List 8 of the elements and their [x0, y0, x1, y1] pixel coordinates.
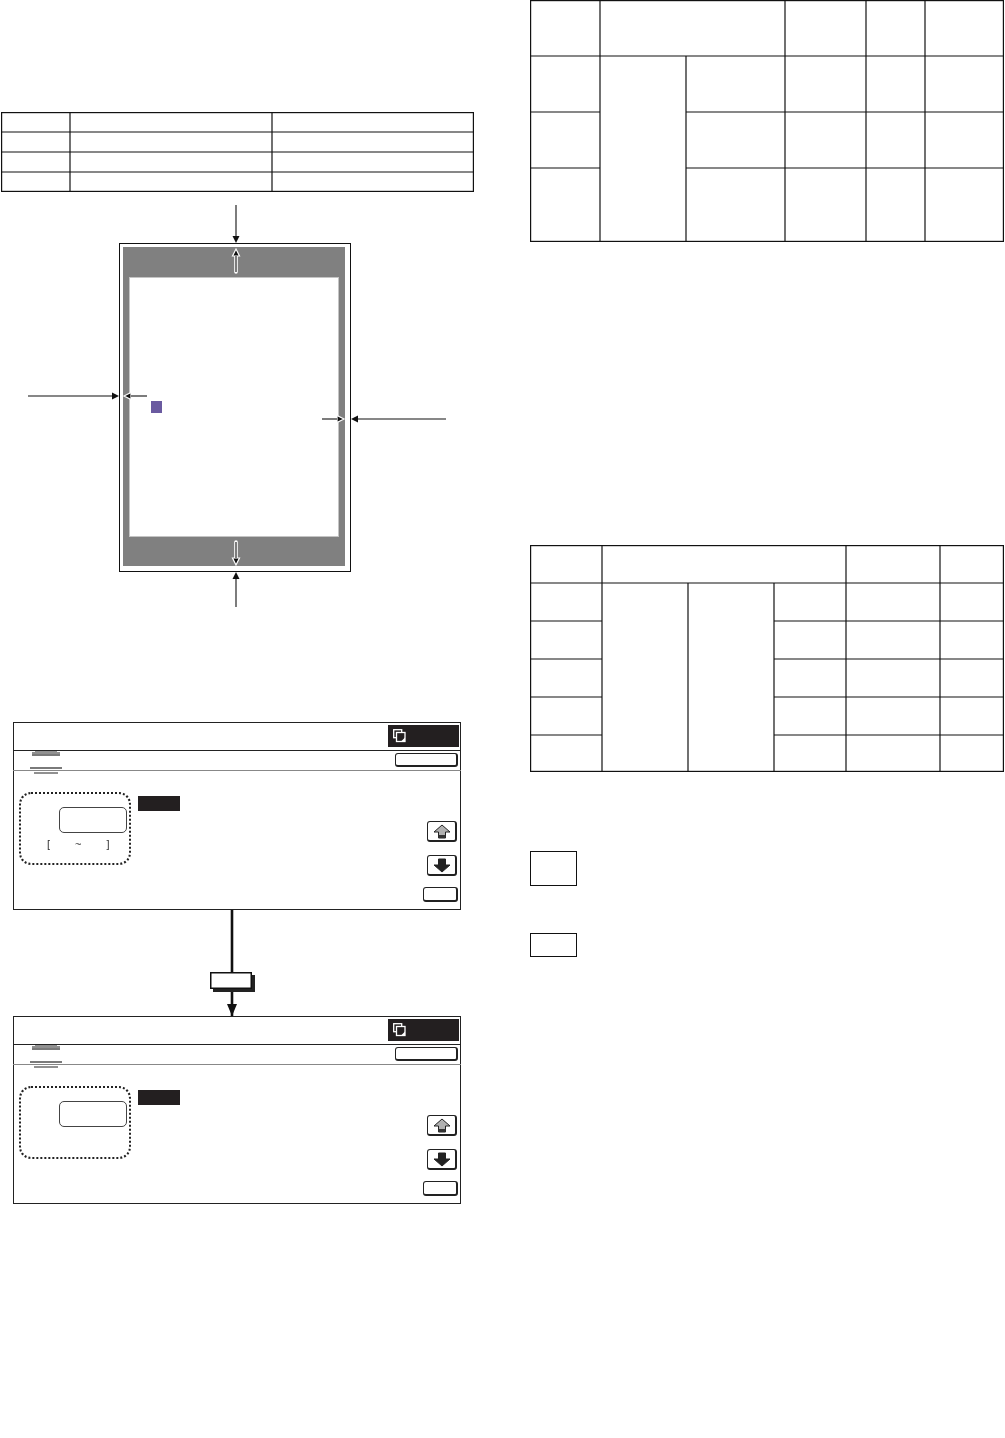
- range-text: [ ~ ]: [47, 838, 110, 851]
- arrow: [227, 992, 237, 1016]
- screen-panel: [13, 1016, 461, 1204]
- key-box: [530, 933, 577, 957]
- key-button: [210, 972, 255, 992]
- key-box: [530, 851, 577, 886]
- screen-panel: [13, 722, 461, 910]
- connector-line: [230, 910, 234, 972]
